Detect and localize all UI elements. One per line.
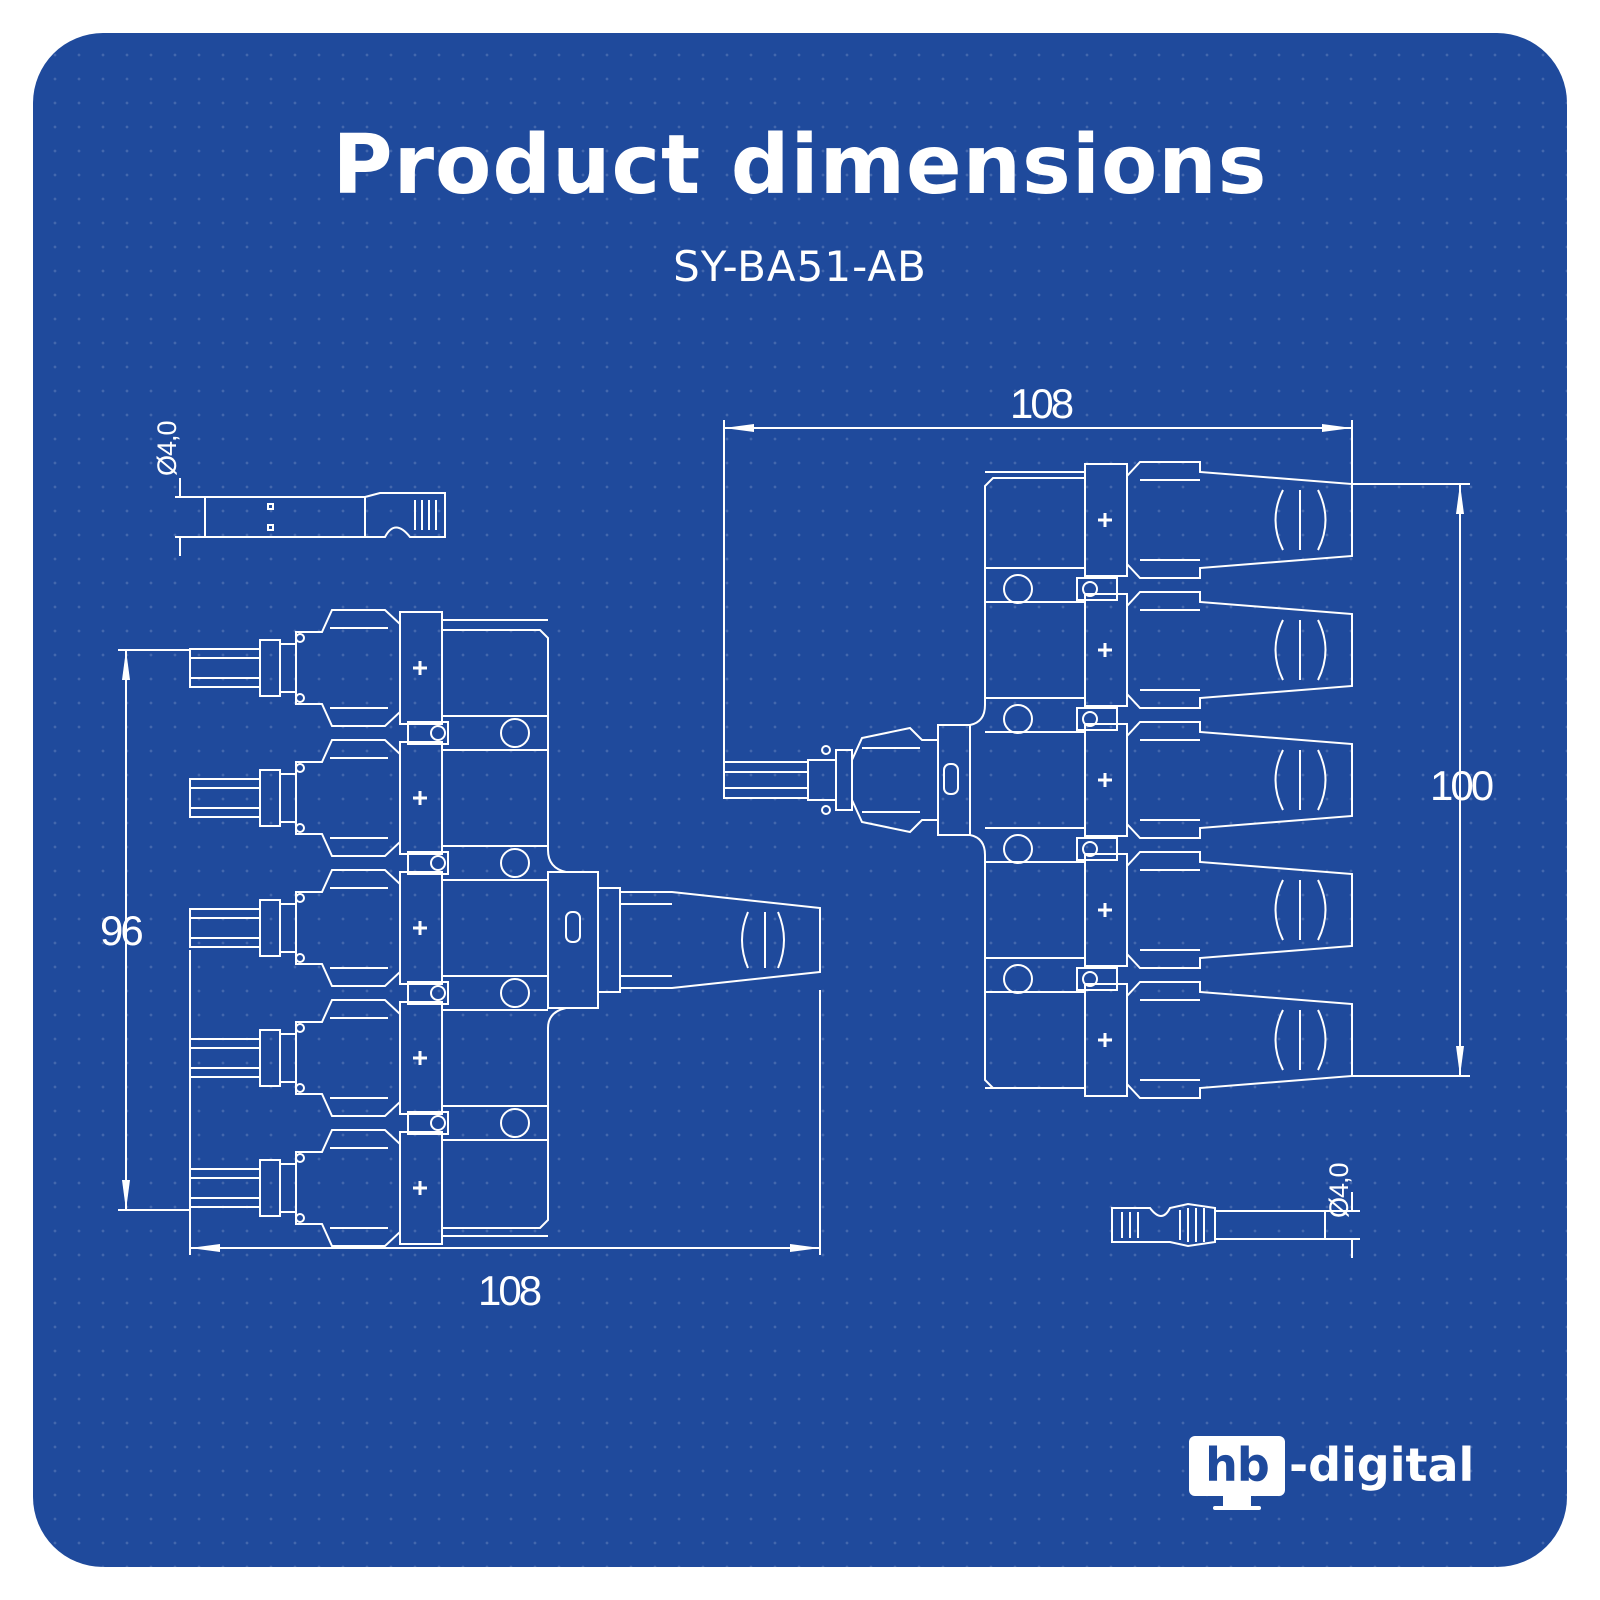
- pin-right-diameter-label: Ø4,0: [1324, 1163, 1354, 1218]
- logo-monitor-stand: [1223, 1496, 1251, 1506]
- blueprint-panel: [33, 33, 1567, 1567]
- pin-right-drawing: [1111, 1192, 1360, 1258]
- left-connector-assembly: [188, 608, 821, 1248]
- pin-left-drawing: [175, 478, 446, 556]
- left-width-label: 108: [478, 1267, 541, 1314]
- pin-left-diameter-label: Ø4,0: [152, 421, 182, 476]
- logo-monitor-base: [1213, 1506, 1261, 1510]
- right-height-label: 100: [1430, 762, 1493, 809]
- left-width-dimension: [189, 950, 821, 1255]
- right-height-dimension: [1352, 483, 1470, 1077]
- brand-logo: hb -digital: [1189, 1428, 1489, 1518]
- logo-text: -digital: [1289, 1438, 1475, 1492]
- model-number: SY-BA51-AB: [673, 242, 927, 291]
- right-width-dimension: [723, 420, 1353, 762]
- page-title: Product dimensions: [332, 118, 1268, 213]
- logo-monitor-icon: hb: [1189, 1436, 1285, 1496]
- left-height-dimension: [118, 649, 190, 1211]
- right-connector-assembly: [723, 460, 1354, 1100]
- right-width-label: 108: [1010, 380, 1073, 427]
- left-height-label: 96: [100, 907, 142, 954]
